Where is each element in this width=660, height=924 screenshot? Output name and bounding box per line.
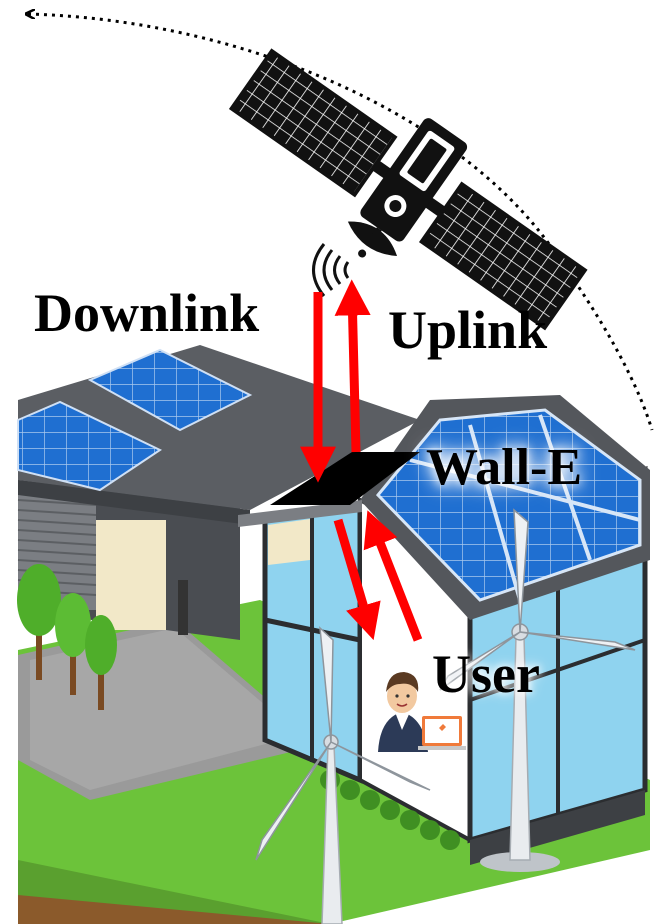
uplink-label: Uplink	[388, 300, 548, 360]
wall-e-label: Wall-E	[426, 439, 583, 496]
user-label: User	[432, 644, 540, 704]
orbit-path	[28, 14, 654, 431]
uplink-arrow	[334, 279, 371, 453]
satellite-icon	[228, 48, 588, 331]
wall-e-surface	[270, 452, 420, 505]
walle-to-user-arrow	[333, 518, 381, 641]
user-to-walle-arrow	[363, 510, 423, 642]
tree-icon	[17, 564, 117, 710]
laptop-icon	[418, 716, 466, 750]
signal-waves-icon	[312, 243, 350, 297]
downlink-label: Downlink	[34, 283, 260, 343]
wind-turbine-icon	[255, 626, 431, 924]
wind-turbine-icon	[439, 508, 636, 872]
link-arrows	[300, 279, 423, 642]
